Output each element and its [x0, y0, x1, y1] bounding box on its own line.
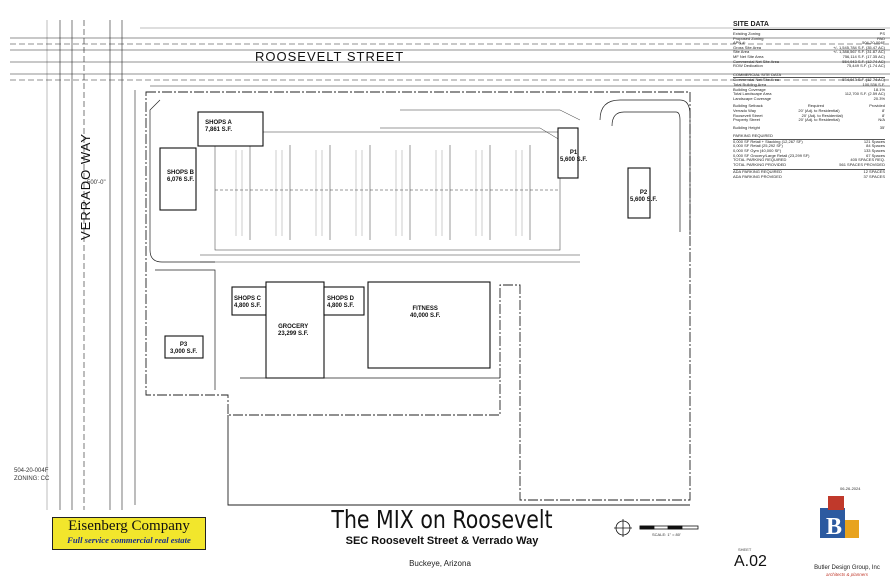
property-boundary: [145, 91, 691, 506]
parking-row: 0,000 SF Gym (40,000 SF)133 Spaces: [733, 149, 885, 154]
p2-building: [627, 167, 651, 219]
parking-stalls: [235, 150, 523, 236]
shops-b-building: [159, 147, 197, 211]
shops-c-building: [231, 286, 267, 316]
buildings: [159, 111, 651, 379]
parking-header: PARKING REQUIRED: [733, 134, 885, 140]
shops-d-building: [323, 286, 365, 316]
parking-rows: [200, 109, 581, 263]
verrado-way-label: VERRADO WAY: [78, 132, 93, 240]
north-arrow: [614, 519, 632, 537]
fitness-building: [367, 281, 491, 369]
project-title: The MIX on Roosevelt: [331, 505, 553, 534]
verrado-way: [46, 20, 136, 510]
parking-row: 0,000 SF Retail + Stacking (12,267 SF)12…: [733, 139, 885, 144]
top-dimension: 500'-0": [87, 180, 106, 186]
eisenberg-logo: Eisenberg Company Full service commercia…: [52, 517, 206, 550]
drawing-date: 06-26-2024: [840, 486, 861, 491]
eisenberg-tagline: Full service commercial real estate: [67, 535, 191, 545]
p3-building: [164, 335, 204, 359]
roosevelt-street: [10, 27, 890, 87]
firm-subtitle: architects & planners: [825, 572, 869, 577]
eisenberg-name: Eisenberg Company: [68, 518, 190, 534]
site-data-parking: 0,000 SF Retail + Stacking (12,267 SF)12…: [733, 140, 885, 168]
parcel-apn: 504-20-004F: [14, 468, 49, 474]
butler-design-logo: B: [820, 496, 859, 540]
sheet-number: A.02: [734, 553, 767, 570]
project-subtitle: SEC Roosevelt Street & Verrado Way: [345, 535, 539, 547]
site-data-title: SITE DATA: [733, 20, 885, 30]
parking-row: 0,000 SF Grocery/Large Retail (23,299 SF…: [733, 153, 885, 158]
roosevelt-street-label: ROOSEVELT STREET: [255, 49, 405, 64]
drive-through-lanes: [149, 99, 691, 390]
site-data-row: Gross Site Area+/- 1,545,784 S.F. (35.47…: [733, 45, 885, 50]
firm-name: Butler Design Group, Inc: [814, 565, 880, 571]
shops-a-building: [197, 111, 264, 147]
scale-bar: [639, 525, 699, 530]
parking-row: 0,000 SF Retail (25,292 SF)84 Spaces: [733, 144, 885, 149]
grocery-building: [265, 281, 325, 379]
p1-building: [557, 127, 579, 179]
site-data-row: Site Area+/- 1,388,567 S.F. (31.87 AC): [733, 50, 885, 55]
site-data-row: APN #:504-20-004F: [733, 41, 885, 46]
parcel-zoning: ZONING: CC: [14, 476, 50, 482]
project-location: Buckeye, Arizona: [409, 559, 471, 568]
sheet-label: SHEET: [738, 547, 752, 552]
scale-label: SCALE: 1" = 80': [652, 532, 681, 537]
svg-text:B: B: [826, 514, 842, 540]
commercial-header: COMMERCIAL SITE DATA: [733, 72, 885, 79]
